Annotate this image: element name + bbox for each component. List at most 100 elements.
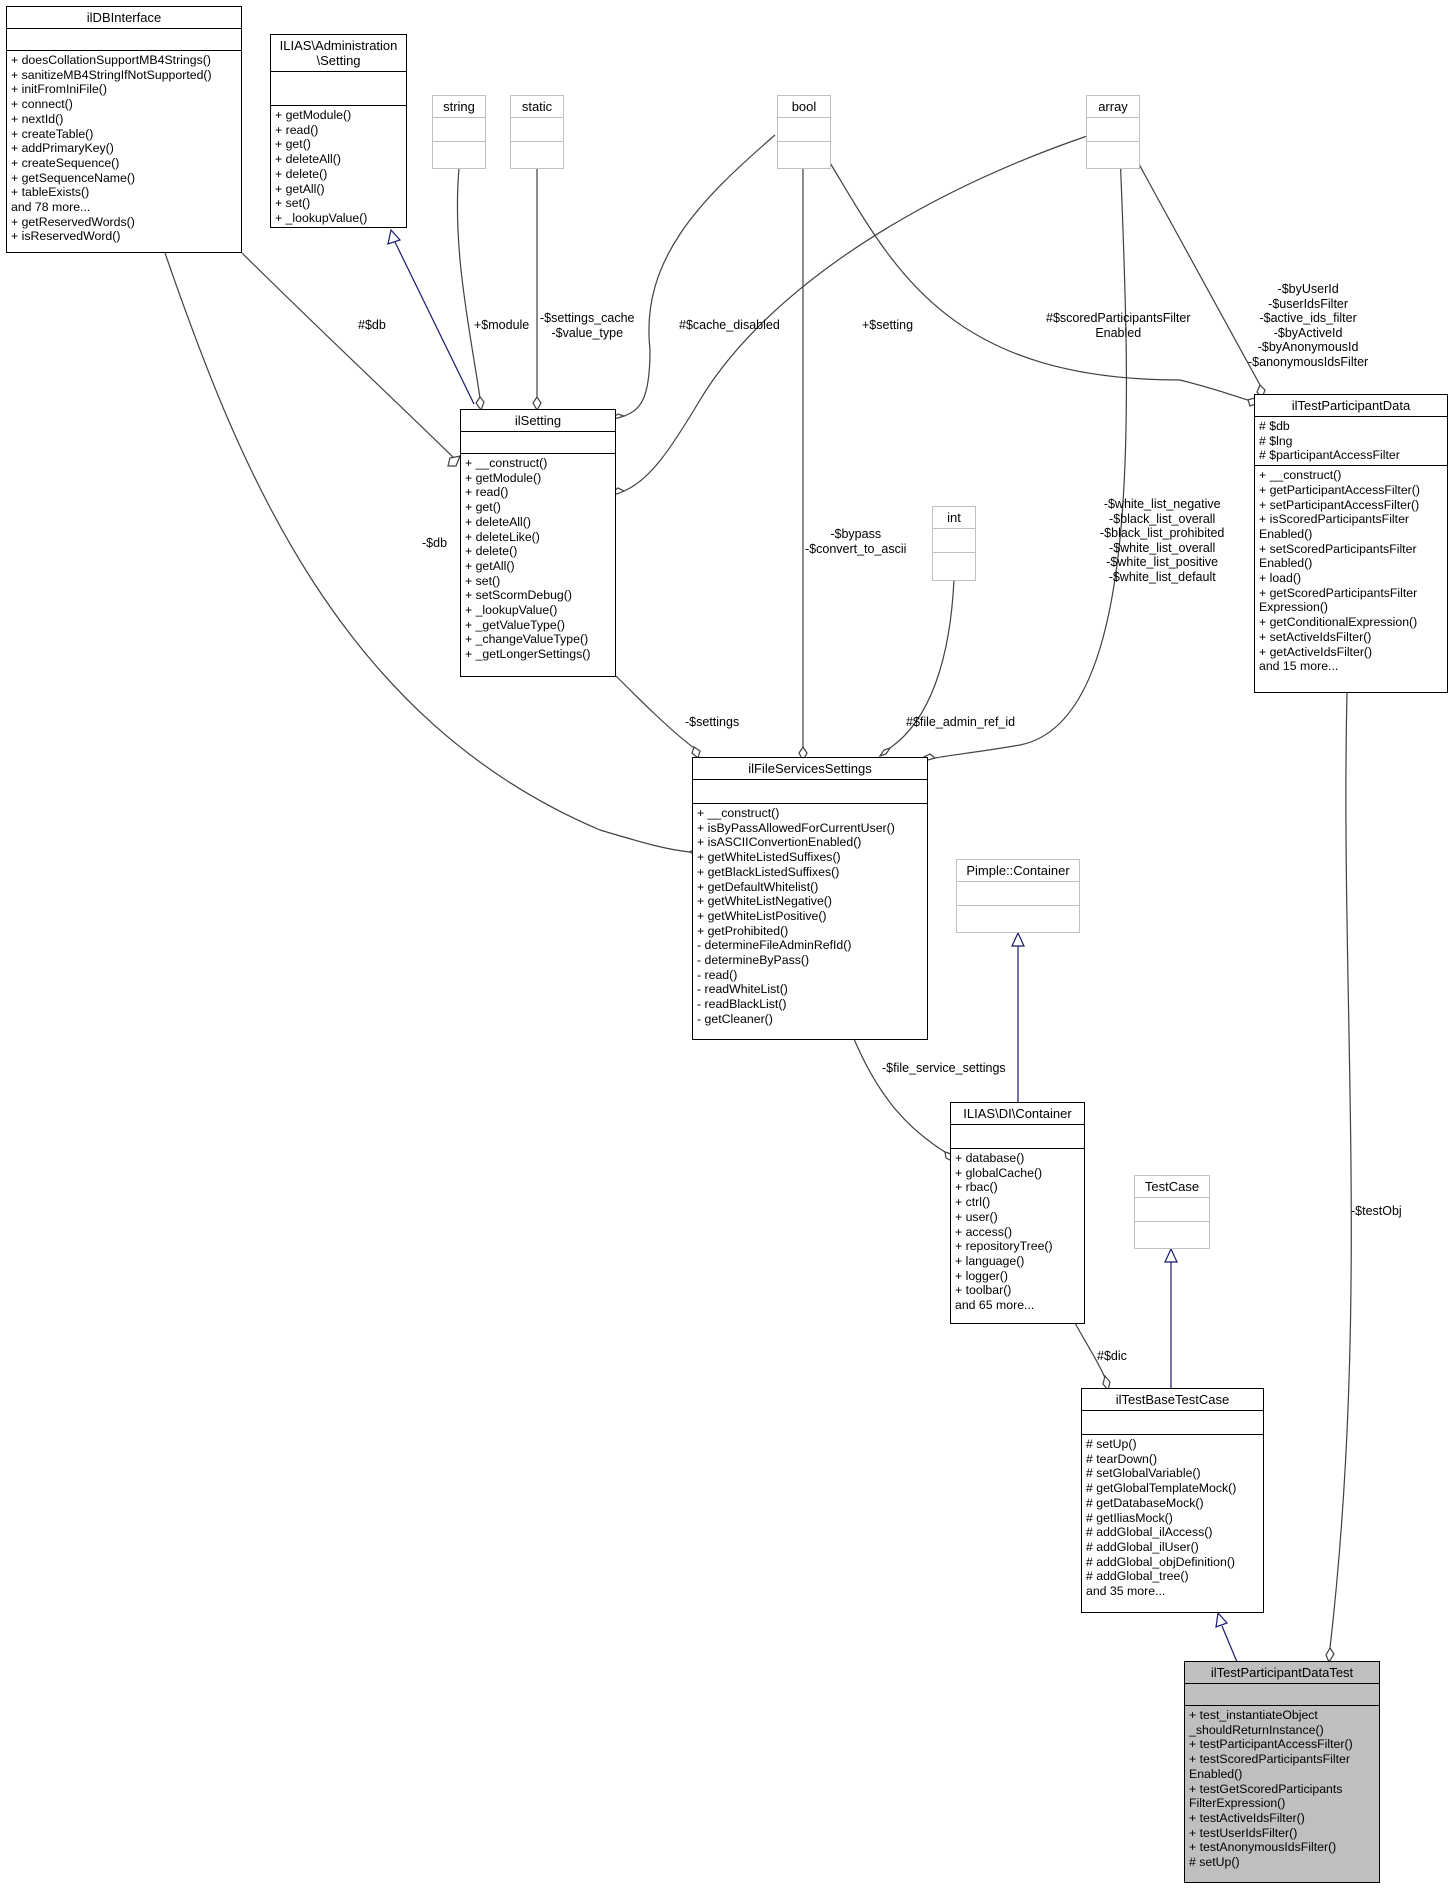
class-title: ilDBInterface xyxy=(7,7,241,29)
class-title: Pimple::Container xyxy=(957,860,1079,882)
method-row: + isByPassAllowedForCurrentUser() xyxy=(697,820,895,835)
method-row: + deleteLike() xyxy=(465,529,540,544)
method-row: # addGlobal_tree() xyxy=(1086,1569,1189,1584)
class-int[interactable]: int xyxy=(932,506,976,581)
edge-label-line: -$file_service_settings xyxy=(882,1061,1006,1075)
class-iltestparticipantdata[interactable]: ilTestParticipantData # $db # $lng # $pa… xyxy=(1254,394,1448,693)
class-pimple-container[interactable]: Pimple::Container xyxy=(956,859,1080,933)
class-bool[interactable]: bool xyxy=(777,95,831,169)
class-string[interactable]: string xyxy=(432,95,486,169)
class-title: ILIAS\DI\Container xyxy=(951,1103,1084,1125)
inheritance-arrow xyxy=(1164,1247,1178,1263)
method-row: + getScoredParticipantsFilter xyxy=(1259,585,1418,600)
class-title: ilTestParticipantData xyxy=(1255,395,1447,417)
method-row: + globalCache() xyxy=(955,1165,1043,1180)
method-row: + load() xyxy=(1259,571,1302,586)
method-row: Enabled() xyxy=(1259,526,1313,541)
edge-db-to-fileservices xyxy=(164,252,691,853)
method-row: + isScoredParticipantsFilter xyxy=(1259,512,1410,527)
method-row: + testScoredParticipantsFilter xyxy=(1189,1752,1350,1767)
method-row: + getBlackListedSuffixes() xyxy=(697,864,840,879)
method-row: + testAnonymousIdsFilter() xyxy=(1189,1840,1337,1855)
class-ildbinterface[interactable]: ilDBInterface + doesCollationSupportMB4S… xyxy=(6,6,242,253)
class-methods xyxy=(1087,142,1139,146)
method-row: + createTable() xyxy=(11,126,94,141)
class-title: array xyxy=(1087,96,1139,118)
inheritance-arrow xyxy=(387,228,402,245)
edge-label-line: -$white_list_negative xyxy=(1103,497,1221,511)
method-row: + _getValueType() xyxy=(465,617,565,632)
method-row: and 15 more... xyxy=(1259,659,1339,674)
method-row: + createSequence() xyxy=(11,155,120,170)
method-row: + read() xyxy=(275,122,319,137)
method-row: + _lookupValue() xyxy=(465,603,558,618)
method-row: + getModule() xyxy=(465,470,542,485)
method-row: + deleteAll() xyxy=(275,152,341,167)
method-row: + repositoryTree() xyxy=(955,1239,1053,1254)
class-methods xyxy=(433,142,485,146)
class-title: bool xyxy=(778,96,830,118)
inheritance-arrow xyxy=(1215,1611,1229,1628)
method-row: + language() xyxy=(955,1253,1025,1268)
class-attributes xyxy=(271,72,406,106)
method-row: + doesCollationSupportMB4Strings() xyxy=(11,53,211,67)
method-row: _shouldReturnInstance() xyxy=(1189,1722,1324,1737)
class-ilsetting[interactable]: ilSetting + __construct() + getModule() … xyxy=(460,409,616,677)
edge-label-file-admin-ref-id: #$file_admin_ref_id xyxy=(906,715,1015,730)
class-ilias-administration-setting[interactable]: ILIAS\Administration \Setting + getModul… xyxy=(270,34,407,228)
method-row: + getDefaultWhitelist() xyxy=(697,879,819,894)
class-iltestbasetestcase[interactable]: ilTestBaseTestCase # setUp() # tearDown(… xyxy=(1081,1388,1264,1613)
class-attributes xyxy=(1082,1411,1263,1435)
method-row: - determineFileAdminRefId() xyxy=(697,938,852,953)
edge-label-line: -$active_ids_filter xyxy=(1259,311,1357,326)
method-row: and 78 more... xyxy=(11,200,91,215)
edge-label-line: -$convert_to_ascii xyxy=(805,541,907,556)
class-attributes xyxy=(933,529,975,553)
method-row: Enabled() xyxy=(1259,556,1313,571)
method-row: and 35 more... xyxy=(1086,1584,1166,1599)
class-testcase[interactable]: TestCase xyxy=(1134,1175,1210,1249)
method-row: + getModule() xyxy=(275,108,352,122)
edge-label-line: -$white_list_overall xyxy=(1109,540,1216,555)
edge-ilsetting-inherits-admin-setting xyxy=(393,239,475,405)
class-ilfileservicessettings[interactable]: ilFileServicesSettings + __construct() +… xyxy=(692,757,928,1040)
method-row: + database() xyxy=(955,1151,1025,1165)
method-row: + getWhiteListedSuffixes() xyxy=(697,850,841,865)
edge-label-line: -$userIdsFilter xyxy=(1268,296,1349,311)
edge-label-line: -$anonymousIdsFilter xyxy=(1248,354,1369,369)
class-methods xyxy=(511,142,563,146)
method-row: # addGlobal_ilAccess() xyxy=(1086,1525,1213,1540)
method-row: + set() xyxy=(275,196,311,211)
edge-label-line: +$setting xyxy=(862,318,914,332)
method-row: + __construct() xyxy=(697,806,780,820)
class-title: ilFileServicesSettings xyxy=(693,758,927,780)
method-row: + tableExists() xyxy=(11,185,90,200)
edge-label-line: -$bypass xyxy=(830,527,882,541)
method-row: - readBlackList() xyxy=(697,997,787,1012)
edge-array-to-fileservices xyxy=(934,152,1128,759)
class-attributes xyxy=(7,29,241,51)
class-title: static xyxy=(511,96,563,118)
edge-label-line: -$byAnonymousId xyxy=(1257,340,1359,355)
class-methods: + __construct() + isByPassAllowedForCurr… xyxy=(693,804,927,1029)
method-row: # setUp() xyxy=(1086,1437,1137,1451)
edge-array-to-participantdata xyxy=(1132,152,1261,386)
edge-label-setting: +$setting xyxy=(862,318,913,333)
class-static[interactable]: static xyxy=(510,95,564,169)
class-title: ilTestParticipantDataTest xyxy=(1185,1662,1379,1684)
edge-label-line: -$byUserId xyxy=(1277,282,1339,296)
class-methods: # setUp() # tearDown() # setGlobalVariab… xyxy=(1082,1435,1263,1601)
method-row: + getProhibited() xyxy=(697,923,789,938)
class-title: TestCase xyxy=(1135,1176,1209,1198)
method-row: + delete() xyxy=(465,544,518,559)
class-array[interactable]: array xyxy=(1086,95,1140,169)
edge-label-line: #$cache_disabled xyxy=(679,318,780,332)
method-row: Enabled() xyxy=(1189,1766,1243,1781)
aggregation-diamond xyxy=(447,455,461,467)
class-ilias-di-container[interactable]: ILIAS\DI\Container + database() + global… xyxy=(950,1102,1085,1324)
edge-bool-to-ilsetting xyxy=(623,134,776,417)
method-row: + read() xyxy=(465,485,509,500)
method-row: # tearDown() xyxy=(1086,1451,1158,1466)
class-iltestparticipantdatatest[interactable]: ilTestParticipantDataTest + test_instant… xyxy=(1184,1661,1380,1883)
